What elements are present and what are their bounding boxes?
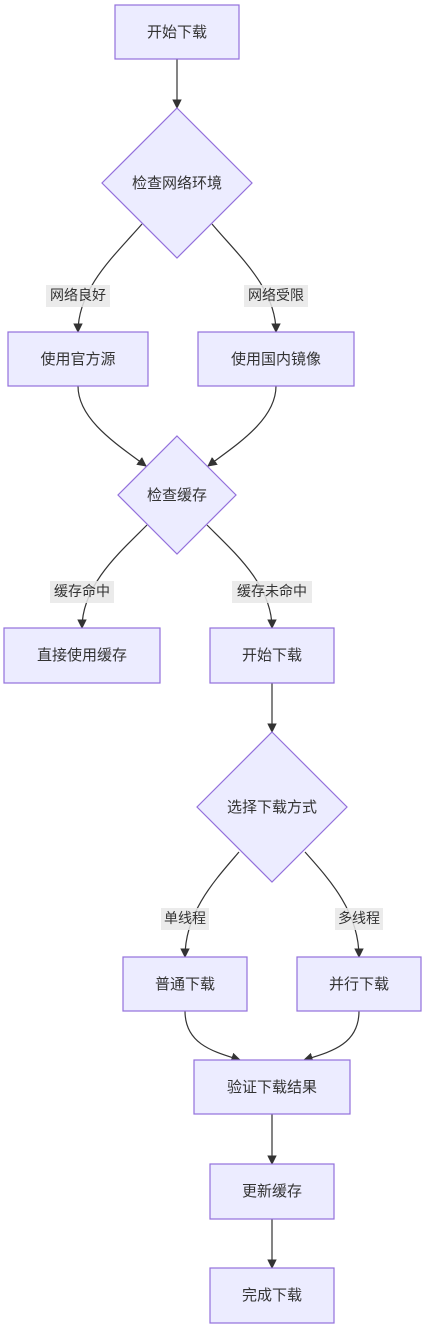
- svg-text:使用国内镜像: 使用国内镜像: [231, 350, 321, 368]
- edge-label-multi-thread: 多线程: [335, 908, 383, 930]
- edge-network-to-mirror: [211, 223, 281, 333]
- edge-cache-to-use-cache: [77, 524, 148, 629]
- node-check-network: 检查网络环境: [101, 107, 253, 259]
- edge-network-to-official: [73, 223, 143, 333]
- node-official-source: 使用官方源: [7, 331, 149, 387]
- svg-text:普通下载: 普通下载: [155, 975, 215, 993]
- svg-text:检查网络环境: 检查网络环境: [132, 174, 222, 192]
- svg-text:开始下载: 开始下载: [242, 646, 302, 664]
- node-verify-result: 验证下载结果: [193, 1059, 351, 1115]
- svg-text:直接使用缓存: 直接使用缓存: [37, 646, 127, 664]
- svg-text:缓存命中: 缓存命中: [54, 583, 110, 600]
- edge-parallel-to-verify: [303, 1010, 360, 1063]
- svg-text:并行下载: 并行下载: [329, 975, 389, 993]
- edge-label-single-thread: 单线程: [161, 908, 209, 930]
- edges: [73, 59, 364, 1269]
- node-normal-download: 普通下载: [122, 956, 248, 1012]
- node-start: 开始下载: [114, 4, 240, 60]
- svg-text:验证下载结果: 验证下载结果: [227, 1078, 317, 1096]
- nodes: 开始下载 检查网络环境 使用官方源 使用国内镜像 检查缓存 直接使用缓存 开始下…: [3, 4, 422, 1324]
- edge-label-cache-miss: 缓存未命中: [232, 581, 312, 603]
- svg-text:完成下载: 完成下载: [242, 1286, 302, 1304]
- edge-choose-to-parallel: [304, 851, 364, 958]
- edge-labels: 网络良好 网络受限 缓存命中 缓存未命中 单线程 多线程: [46, 285, 383, 930]
- node-finish: 完成下载: [209, 1267, 335, 1324]
- edge-official-to-cache: [77, 385, 147, 467]
- node-choose-method: 选择下载方式: [196, 731, 348, 883]
- svg-text:网络受限: 网络受限: [248, 288, 304, 304]
- edge-mirror-to-cache: [207, 385, 277, 467]
- edge-normal-to-verify: [184, 1010, 241, 1062]
- edge-choose-to-normal: [180, 851, 240, 958]
- edge-label-cache-hit: 缓存命中: [50, 581, 114, 603]
- svg-text:单线程: 单线程: [164, 911, 206, 927]
- edge-label-network-limited: 网络受限: [244, 285, 308, 307]
- svg-text:选择下载方式: 选择下载方式: [227, 798, 317, 816]
- svg-text:网络良好: 网络良好: [50, 288, 106, 304]
- node-check-cache: 检查缓存: [117, 435, 237, 555]
- node-use-cache: 直接使用缓存: [3, 627, 161, 684]
- edge-cache-to-start-download: [206, 524, 277, 629]
- svg-text:缓存未命中: 缓存未命中: [237, 583, 307, 600]
- edge-label-network-good: 网络良好: [46, 285, 110, 307]
- node-start-download: 开始下载: [209, 627, 335, 684]
- svg-text:多线程: 多线程: [338, 910, 380, 927]
- node-mirror-source: 使用国内镜像: [197, 331, 355, 387]
- node-update-cache: 更新缓存: [209, 1163, 335, 1220]
- svg-text:更新缓存: 更新缓存: [242, 1182, 302, 1200]
- svg-text:使用官方源: 使用官方源: [40, 350, 115, 368]
- svg-text:开始下载: 开始下载: [147, 23, 207, 41]
- svg-text:检查缓存: 检查缓存: [147, 486, 207, 504]
- node-parallel-download: 并行下载: [296, 956, 422, 1012]
